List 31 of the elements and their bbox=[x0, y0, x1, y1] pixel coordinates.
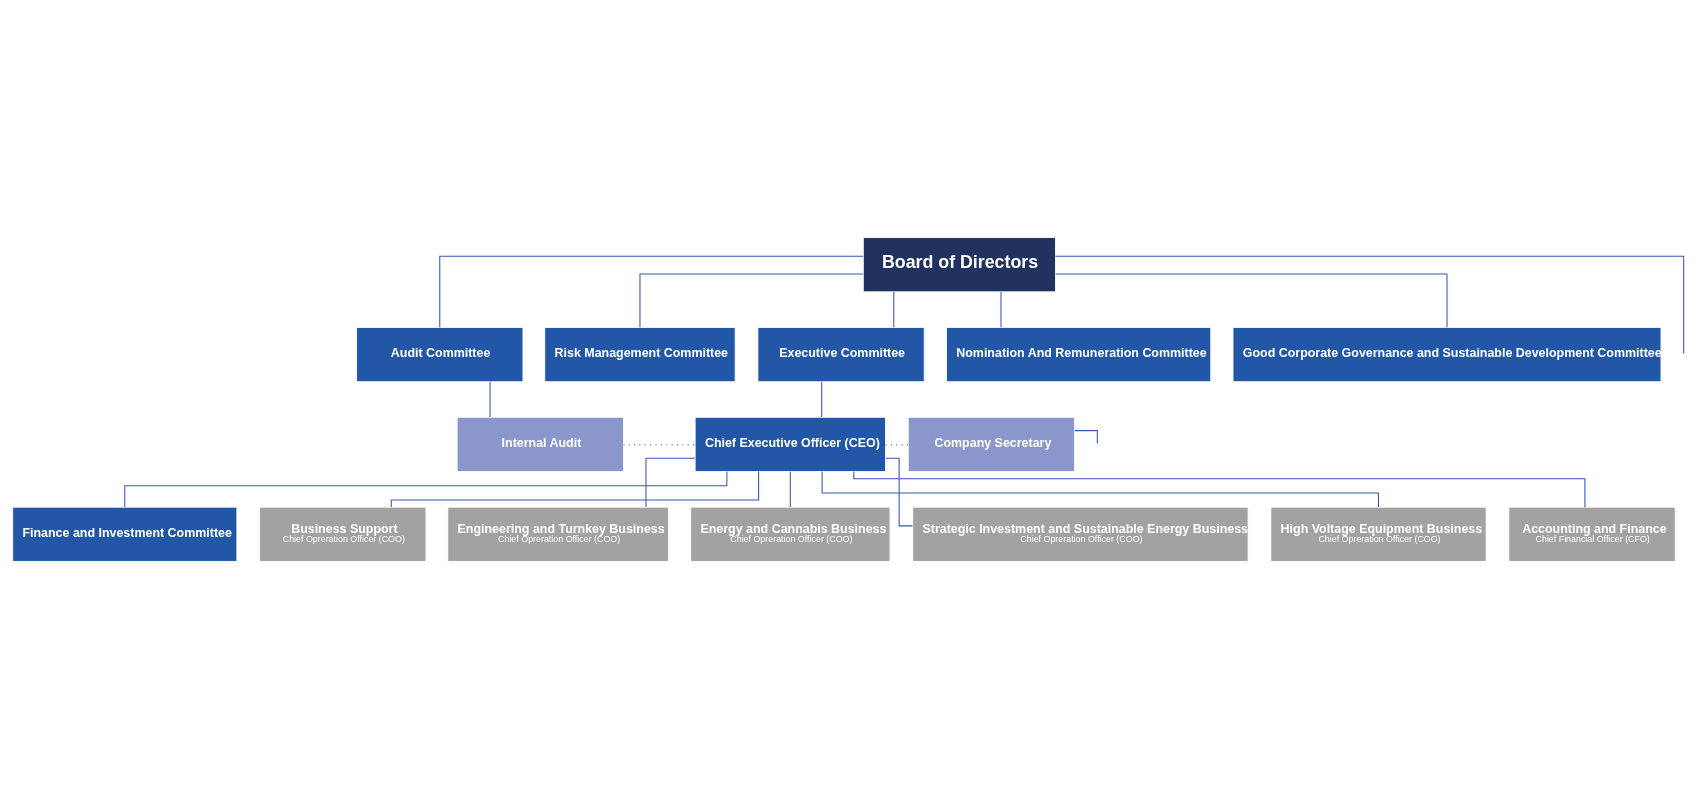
node-box: Engineering and Turnkey Business Chief Opreration Officer (COO) bbox=[447, 506, 669, 562]
node-box: Risk Management Committee bbox=[544, 326, 736, 382]
node-box: Good Corporate Governance and Sustainable Development Committee bbox=[1232, 326, 1662, 382]
node-box: High Voltage Equipment Business Chief Opreration Officer (COO) bbox=[1270, 506, 1487, 562]
connector bbox=[821, 470, 1380, 507]
node-box: Board of Directors bbox=[862, 236, 1056, 292]
connector bbox=[1055, 273, 1448, 328]
node-box: Accounting and Finance Chief Financial Officer (CFO) bbox=[1508, 506, 1676, 562]
connector bbox=[390, 470, 760, 507]
node-box: Finance and Investment Committee bbox=[12, 506, 238, 562]
node-box: Audit Committee bbox=[356, 326, 524, 382]
connector bbox=[1074, 429, 1098, 444]
node-box: Internal Audit bbox=[456, 416, 624, 472]
connector bbox=[639, 273, 864, 328]
node-box: Nomination And Remuneration Committee bbox=[946, 326, 1212, 382]
node-box: Business Support Chief Opreration Officer (COO) bbox=[259, 506, 427, 562]
node-box: Energy and Cannabis Business Chief Opreration Officer (COO) bbox=[690, 506, 891, 562]
connector bbox=[489, 380, 491, 418]
connector bbox=[439, 255, 864, 328]
node-box: Strategic Investment and Sustainable Energy Business Chief Opreration Officer (COO) bbox=[912, 506, 1249, 562]
node-box: Chief Executive Officer (CEO) bbox=[694, 416, 886, 472]
connector bbox=[885, 457, 913, 526]
node-box: Executive Committee bbox=[757, 326, 925, 382]
connector bbox=[789, 470, 791, 507]
connector bbox=[645, 457, 696, 507]
connector bbox=[853, 470, 1586, 508]
connector bbox=[1000, 290, 1002, 328]
connector bbox=[893, 290, 895, 328]
node-box: Company Secretary bbox=[907, 416, 1076, 472]
connector bbox=[1055, 255, 1685, 354]
connector bbox=[821, 380, 823, 418]
